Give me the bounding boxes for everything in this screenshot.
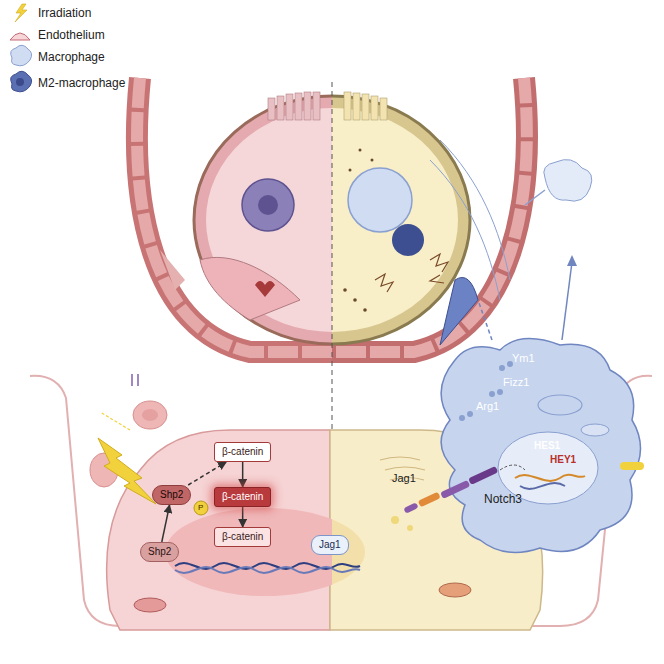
gene-box: Jag1 (311, 535, 349, 555)
arrow-connector (188, 462, 226, 485)
label-text: HES1 (534, 440, 560, 451)
m2-macrophage (403, 339, 644, 553)
label-text: Fizz1 (503, 376, 529, 388)
label: Ym1 (512, 352, 535, 365)
protein-box: β-catenin (214, 442, 271, 462)
protein-blob: Shp2 (140, 542, 179, 562)
node-text: Shp2 (148, 546, 171, 557)
legend-entry: Macrophage (38, 50, 105, 64)
label: Arg1 (476, 400, 499, 413)
arrow-connector (242, 462, 244, 487)
node-text: β-catenin (222, 446, 263, 457)
label-text: Arg1 (476, 400, 499, 412)
label-text: Notch3 (484, 492, 522, 506)
node-text: β-catenin (222, 491, 263, 502)
legend-entry: M2-macrophage (38, 76, 125, 90)
node-text: β-catenin (222, 531, 263, 542)
label: P (198, 503, 203, 513)
legend-entry: Endothelium (38, 28, 105, 42)
protein-box: β-catenin (214, 487, 271, 507)
legend-text: M2-macrophage (38, 76, 125, 90)
label-text: Jag1 (392, 472, 416, 484)
protein-box: β-catenin (214, 527, 271, 547)
protein-blob: Shp2 (152, 485, 191, 505)
label: Jag1 (392, 472, 416, 485)
label: Notch3 (484, 492, 522, 506)
label: HEY1 (550, 454, 576, 466)
arrow-connector (162, 505, 170, 542)
legend-text: Irradiation (38, 6, 91, 20)
label: HES1 (534, 440, 560, 452)
node-text: Jag1 (319, 539, 341, 550)
node-text: Shp2 (160, 489, 183, 500)
label: Fizz1 (503, 376, 529, 389)
legend-text: Endothelium (38, 28, 105, 42)
legend-icons (10, 4, 32, 92)
label-text: P (198, 503, 203, 512)
label-text: HEY1 (550, 454, 576, 465)
legend-entry: Irradiation (38, 6, 91, 20)
legend-text: Macrophage (38, 50, 105, 64)
arrow-connector (242, 507, 244, 527)
label-text: Ym1 (512, 352, 535, 364)
